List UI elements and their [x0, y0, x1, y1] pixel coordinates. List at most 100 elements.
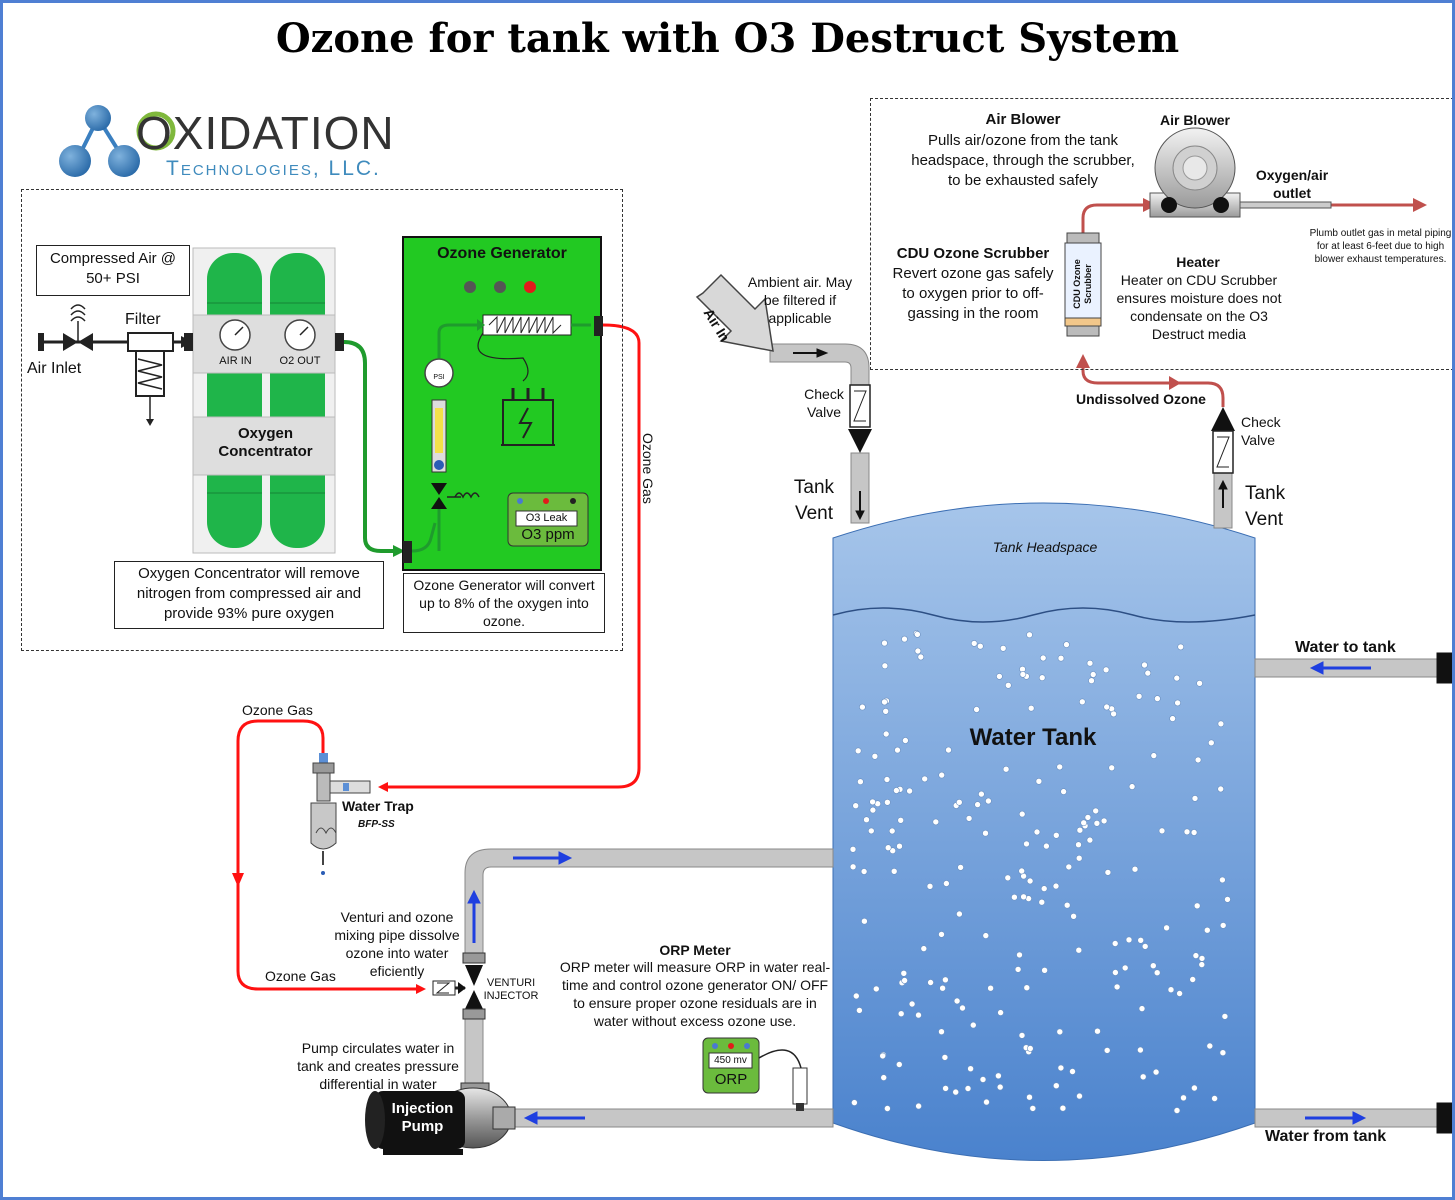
bubble	[955, 798, 963, 806]
water-to-tank-label: Water to tank	[1295, 639, 1396, 656]
concentrator-label: Oxygen Concentrator	[218, 425, 313, 460]
bubble	[869, 806, 877, 814]
bubble	[970, 640, 978, 647]
bubble	[1112, 969, 1119, 976]
bubble	[1206, 1042, 1214, 1050]
bubble	[890, 867, 898, 875]
bubble	[1038, 898, 1046, 906]
bubble	[917, 653, 925, 661]
bubble	[1180, 1094, 1187, 1102]
bubble	[871, 752, 879, 760]
compressed-air-label: Compressed Air @ 50+ PSI	[36, 245, 190, 296]
bubble	[1018, 1032, 1026, 1039]
bubble	[859, 703, 866, 711]
tank-vent-left-label: Tank Vent	[793, 477, 835, 524]
check-valve-left	[848, 384, 872, 453]
generator-psi-label: PSI	[433, 374, 445, 381]
bubble	[1191, 1084, 1198, 1092]
bubble	[1152, 1068, 1160, 1076]
scrubber-title: CDU Ozone Scrubber	[896, 245, 1050, 262]
bubble	[1198, 955, 1206, 962]
bubble	[867, 827, 875, 835]
bubble	[1084, 814, 1092, 821]
bubble	[1102, 666, 1110, 674]
bubble	[941, 1054, 949, 1061]
bubble	[1173, 1107, 1181, 1114]
bubble	[959, 1004, 966, 1012]
bubble	[976, 642, 984, 650]
bubble	[967, 1065, 974, 1072]
blower-label: Air Blower	[1159, 112, 1230, 128]
bubble	[884, 844, 892, 852]
bubble	[938, 1028, 945, 1035]
bubble	[1141, 661, 1148, 669]
bubble	[863, 816, 870, 824]
bubble	[1092, 807, 1099, 815]
bubble	[926, 882, 934, 890]
bubble	[956, 910, 963, 918]
bubble	[1018, 810, 1026, 818]
bubble	[1056, 1028, 1064, 1036]
bubble	[1026, 631, 1033, 639]
bubble	[1141, 943, 1149, 950]
bubble	[1217, 785, 1224, 793]
bubble	[1113, 983, 1121, 991]
bubble	[881, 662, 889, 670]
bubble	[1079, 698, 1086, 706]
bubble	[1080, 819, 1087, 827]
bubble	[908, 1000, 916, 1008]
bubble	[861, 917, 868, 925]
bubble	[969, 1021, 977, 1029]
bubble	[1056, 763, 1063, 771]
bubble	[872, 985, 880, 993]
water-trap-label: Water Trap	[342, 798, 414, 814]
bubble	[1016, 951, 1023, 959]
bubble	[1158, 827, 1166, 835]
bubble	[1177, 643, 1184, 651]
water-pipes	[464, 343, 1452, 1134]
o3-ppm-label: O3 ppm	[521, 526, 575, 543]
orp-label: ORP	[714, 1071, 748, 1088]
bubble	[1063, 641, 1070, 648]
bubble	[1075, 946, 1083, 954]
bubble	[942, 1085, 949, 1092]
tank-label: Water Tank	[969, 724, 1097, 751]
bubble	[983, 1098, 990, 1106]
bubble	[932, 818, 940, 826]
bubble	[1154, 695, 1161, 702]
bubble	[1094, 1027, 1101, 1035]
filter-label: Filter	[125, 311, 161, 328]
bubble	[927, 979, 934, 986]
gauge-o2-out-label: O2 OUT	[279, 355, 321, 367]
bubble	[997, 1009, 1004, 1016]
bubble	[999, 644, 1007, 652]
bubble	[942, 976, 949, 984]
bubble	[1004, 874, 1012, 882]
bubble	[1053, 831, 1060, 839]
bubble	[901, 635, 908, 643]
bubble	[880, 1074, 888, 1081]
bubble	[996, 673, 1003, 680]
bubble	[985, 797, 992, 805]
scrubber-label: CDU Ozone Scrubber	[1072, 259, 1093, 309]
undissolved-ozone-line	[1076, 354, 1225, 407]
bubble	[1128, 783, 1136, 790]
scrubber-to-blower-line	[1081, 198, 1157, 235]
bubble	[1063, 901, 1071, 909]
bubble	[1093, 819, 1101, 827]
venturi-label: VENTURI INJECTOR	[483, 977, 539, 1002]
bubble	[849, 863, 857, 871]
bubble	[952, 1088, 960, 1096]
bubble	[1104, 869, 1112, 876]
bubble	[856, 1007, 863, 1014]
page-title: Ozone for tank with O3 Destruct System	[275, 15, 1180, 62]
generator-title: Ozone Generator	[437, 245, 567, 262]
bubble	[1192, 952, 1200, 959]
bubble	[982, 932, 990, 939]
bubble	[1059, 1104, 1067, 1112]
outlet-label: Oxygen/air outlet	[1255, 167, 1329, 201]
bubble	[902, 737, 909, 744]
concentrator-note: Oxygen Concentrator will remove nitrogen…	[114, 561, 384, 629]
bubble	[1065, 863, 1073, 871]
bubble	[1110, 710, 1117, 718]
